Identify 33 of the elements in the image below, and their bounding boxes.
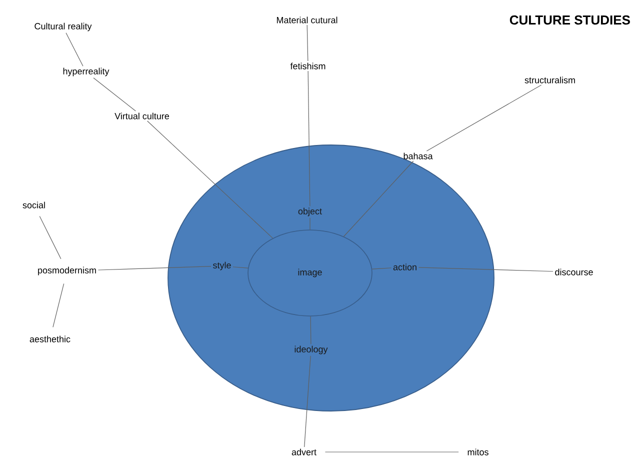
- node-text: aesthethic: [30, 336, 70, 342]
- connector-line: [343, 160, 414, 237]
- connector-line: [52, 283, 64, 328]
- connector-line: [98, 266, 212, 270]
- node-text: structuralism: [524, 76, 575, 84]
- node-text: Virtual culture: [114, 112, 170, 120]
- node-text: bahasa: [404, 152, 433, 160]
- connector-line: [418, 267, 554, 272]
- connector-line: [232, 266, 248, 268]
- node-text: hyperreality: [63, 68, 110, 76]
- node-text: Material cutural: [276, 16, 338, 24]
- connector-line: [66, 32, 84, 66]
- connector-line: [147, 120, 274, 238]
- title: CULTURE STUDIES: [510, 15, 630, 25]
- node-text: action: [393, 264, 416, 270]
- node-text: mitos: [468, 448, 488, 456]
- connector-line: [372, 268, 392, 270]
- node-text: advert: [292, 448, 316, 456]
- node-text: posmodernism: [38, 266, 96, 276]
- node-text: Cultural reality: [34, 22, 92, 32]
- connector-line: [93, 78, 136, 112]
- connector-line: [308, 70, 310, 206]
- node-text: fetishism: [290, 62, 326, 70]
- node-text: object: [298, 208, 322, 216]
- connector-line: [426, 84, 542, 152]
- node-text: social: [22, 202, 45, 208]
- node-text: discourse: [555, 268, 593, 276]
- connector-line: [310, 316, 312, 344]
- connector-line: [304, 356, 311, 448]
- connector-line: [306, 24, 308, 62]
- node-text: ideology: [294, 346, 328, 354]
- node-text: style: [213, 262, 231, 270]
- connector-line: [39, 216, 62, 260]
